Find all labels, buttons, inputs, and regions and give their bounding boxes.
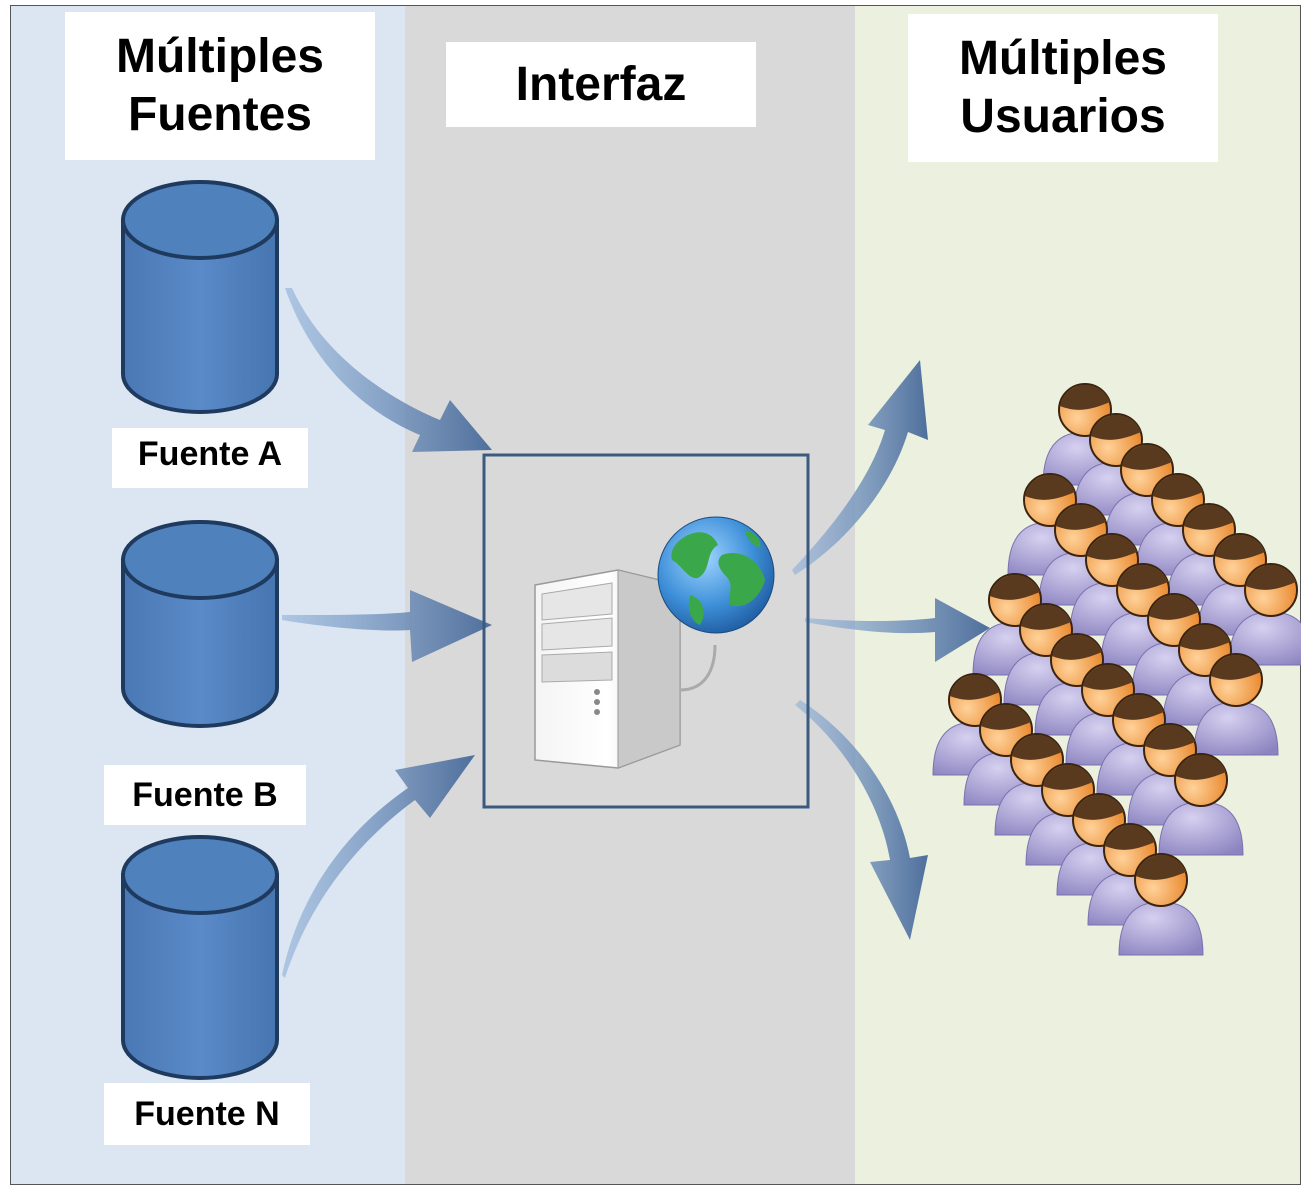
user-icon xyxy=(1158,753,1244,856)
users-header: Múltiples Usuarios xyxy=(908,14,1218,162)
globe-icon xyxy=(657,516,775,634)
arrow-source-b xyxy=(282,590,492,662)
server-icon xyxy=(534,569,717,769)
source-label-b: Fuente B xyxy=(104,765,306,825)
arrow-source-a xyxy=(285,288,492,452)
user-icon xyxy=(1193,653,1279,756)
database-icon-n xyxy=(121,835,279,1080)
source-label-n: Fuente N xyxy=(104,1083,310,1145)
arrow-source-n xyxy=(282,755,475,978)
source-label-a: Fuente A xyxy=(112,428,308,488)
sources-header: Múltiples Fuentes xyxy=(65,12,375,160)
database-icon-b xyxy=(121,520,279,728)
interface-box xyxy=(482,453,810,809)
arrow-to-users-middle xyxy=(805,598,990,662)
interface-header: Interfaz xyxy=(446,42,756,127)
database-icon-a xyxy=(121,180,279,414)
users-crowd xyxy=(932,383,1301,956)
user-icon xyxy=(1228,563,1301,666)
arrow-to-users-top xyxy=(792,360,928,575)
user-icon xyxy=(1118,853,1204,956)
source-label-a-text: Fuente A xyxy=(137,435,283,473)
arrow-to-users-bottom xyxy=(795,700,928,940)
